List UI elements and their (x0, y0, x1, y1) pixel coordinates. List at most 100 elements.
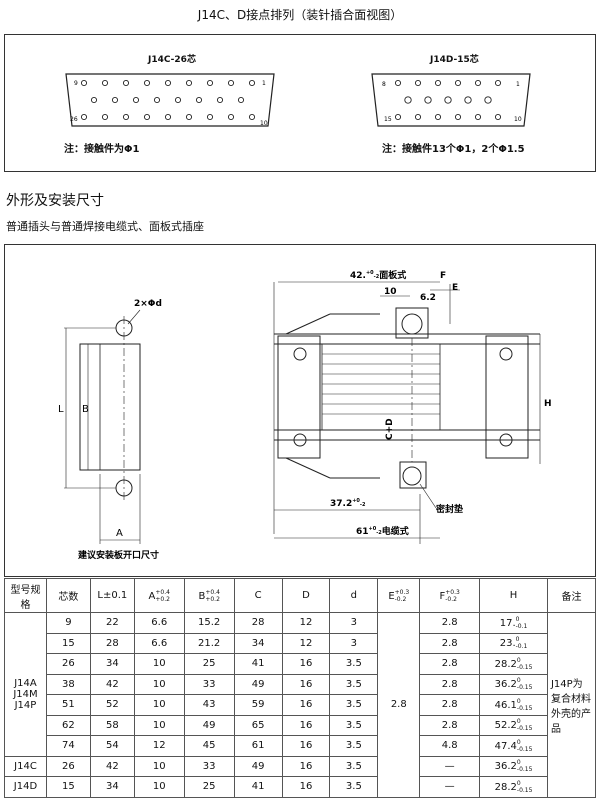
pin-hole (185, 113, 193, 121)
D-cell: 16 (281, 776, 331, 798)
dim-F-label: F (440, 271, 446, 281)
F-cell: 2.8 (419, 653, 481, 675)
header-remark: 备注 (546, 578, 597, 613)
j14c-pins (80, 79, 256, 121)
header-A: A+0.4+0.2 (133, 578, 185, 613)
C-cell: 41 (233, 653, 283, 675)
j14c-outline (65, 73, 275, 127)
C-cell: 59 (233, 694, 283, 716)
B-cell: 15.2 (183, 612, 235, 634)
model-cell: J14C (4, 755, 47, 777)
dim-CD-label: C+D (385, 418, 395, 440)
panel-caption: 建议安装板开口尺寸 (78, 549, 159, 561)
F-cell: — (419, 755, 481, 777)
j14d-pins (394, 79, 502, 121)
F-cell: 2.8 (419, 632, 481, 654)
pin-hole (101, 113, 109, 121)
pin-hole (206, 79, 214, 87)
j14c-pin-26: 26 (70, 116, 78, 123)
H-cell: 52.20-0.15 (479, 714, 548, 736)
dim-A-label: A (116, 528, 123, 539)
C-cell: 28 (233, 612, 283, 634)
j14d-pin-8: 8 (382, 81, 386, 88)
j14c-note: 注：接触件为Φ1 (64, 144, 140, 155)
model-group-cell: J14A J14M J14P (4, 633, 47, 757)
pin-hole (394, 113, 402, 121)
pin-hole (80, 113, 88, 121)
dim-L-label: L (58, 404, 64, 415)
B-cell: 49 (183, 714, 235, 736)
H-cell: 28.20-0.15 (479, 653, 548, 675)
D-cell: 16 (281, 735, 331, 757)
F-cell: 2.8 (419, 694, 481, 716)
d-cell: 3.5 (329, 735, 379, 757)
F-cell: 2.8 (419, 714, 481, 736)
pin-hole (474, 79, 482, 87)
C-cell: 34 (233, 632, 283, 654)
contact-layout-svg: 9 1 26 10 8 1 15 10 (65, 73, 531, 127)
A-cell: 10 (133, 714, 185, 736)
A-cell: 10 (133, 776, 185, 798)
D-cell: 16 (281, 694, 331, 716)
H-cell: 23.0-0.1 (479, 632, 548, 654)
header-cores: 芯数 (45, 578, 91, 613)
F-cell: 4.8 (419, 735, 481, 757)
dim-10-label: 10 (384, 287, 397, 297)
cores-cell: 26 (45, 653, 91, 675)
cores-cell: 15 (45, 776, 91, 798)
H-cell: 46.10-0.15 (479, 694, 548, 716)
pin-hole (174, 96, 182, 104)
L-cell: 42 (89, 755, 135, 777)
L-cell: 34 (89, 776, 135, 798)
j14c-pin-9: 9 (74, 80, 78, 87)
H-cell: 28.20-0.15 (479, 776, 548, 798)
cores-cell: 51 (45, 694, 91, 716)
d-cell: 3.5 (329, 694, 379, 716)
B-cell: 21.2 (183, 632, 235, 654)
j14d-pin-15: 15 (384, 116, 392, 123)
C-cell: 49 (233, 755, 283, 777)
header-C: C (233, 578, 283, 613)
pin-hole (474, 113, 482, 121)
pin-hole (101, 79, 109, 87)
j14d-pin-10: 10 (514, 116, 522, 123)
F-cell: 2.8 (419, 612, 481, 634)
header-model: 型号规格 (4, 578, 47, 613)
header-F: F+0.3-0.2 (419, 578, 481, 613)
model-cell (4, 612, 47, 633)
dimension-drawing-frame (4, 244, 596, 577)
remark-merged-cell: J14P为复合材料外壳的产品 (546, 612, 597, 798)
pin-hole (484, 96, 492, 104)
E-merged-cell: 2.8 (377, 612, 421, 798)
pin-hole (153, 96, 161, 104)
L-cell: 52 (89, 694, 135, 716)
hole-label: 2×Φd (134, 299, 162, 309)
pin-hole (404, 96, 412, 104)
d-cell: 3.5 (329, 776, 379, 798)
L-cell: 28 (89, 632, 135, 654)
L-cell: 34 (89, 653, 135, 675)
pin-hole (414, 113, 422, 121)
pin-hole (164, 113, 172, 121)
header-L: L±0.1 (89, 578, 135, 613)
D-cell: 16 (281, 755, 331, 777)
dim-E-label: E (452, 283, 458, 293)
A-cell: 6.6 (133, 632, 185, 654)
cores-cell: 9 (45, 612, 91, 634)
pin-hole (206, 113, 214, 121)
pin-hole (434, 79, 442, 87)
model-cell: J14D (4, 776, 47, 798)
page-title: J14C、D接点排列（装针插合面视图） (197, 8, 403, 22)
cores-cell: 26 (45, 755, 91, 777)
H-cell: 36.20-0.15 (479, 755, 548, 777)
dimension-drawing-svg: 2×Φd L B A 建议安装板开口尺寸 (58, 269, 552, 561)
connector-side-view (273, 281, 541, 544)
C-cell: 61 (233, 735, 283, 757)
pin-hole (464, 96, 472, 104)
d-cell: 3.5 (329, 673, 379, 695)
pin-hole (122, 113, 130, 121)
